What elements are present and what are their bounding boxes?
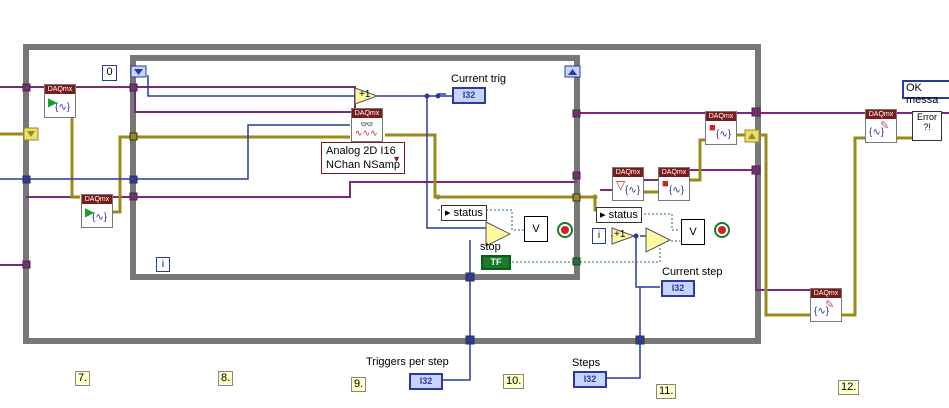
current-step-label: Current step <box>662 266 723 278</box>
integer-wires <box>0 75 660 381</box>
plus-one-label-2: +1 <box>614 229 626 240</box>
loop-iteration-terminal-2: i <box>592 228 606 244</box>
selector-line-2: NChan NSamp <box>326 159 400 171</box>
shift-register-right-arrow <box>748 133 756 139</box>
daqmx-clear-task-node[interactable]: DAQmx ✎{∿} <box>810 288 842 322</box>
daqmx-stop-task-node-2[interactable]: DAQmx ■{∿} <box>705 111 737 145</box>
increment-node[interactable] <box>354 87 379 105</box>
waveform-icon: {∿} <box>869 127 885 138</box>
outer-while-loop[interactable] <box>23 44 761 344</box>
waveform-icon: {∿} <box>669 185 685 196</box>
stop-sign-icon <box>561 226 569 234</box>
daqmx-header: DAQmx <box>659 168 689 177</box>
loop-iteration-terminal: i <box>156 257 170 272</box>
or-symbol: V <box>689 226 697 238</box>
loop-count-out-arrow <box>568 69 577 75</box>
or-symbol: V <box>532 223 540 235</box>
daqmx-wait-node[interactable]: DAQmx ▽{∿} <box>612 167 644 201</box>
current-step-indicator[interactable]: I32 <box>661 280 695 297</box>
junction-dot <box>435 194 441 200</box>
waveform-icon: {∿} <box>716 129 732 140</box>
daqmx-header: DAQmx <box>866 110 896 119</box>
inner-for-loop[interactable] <box>130 55 580 280</box>
read-type-selector[interactable]: Analog 2D I16 NChan NSamp ▼ <box>321 142 405 174</box>
waveform-icon: {∿} <box>55 102 71 113</box>
greater-equal-node[interactable] <box>485 221 512 247</box>
stop-sign-icon <box>718 226 726 234</box>
daqmx-clear-task-node-2[interactable]: DAQmx ✎{∿} <box>865 109 897 143</box>
status-text: status <box>453 207 483 219</box>
or-node-2[interactable]: V <box>681 219 705 245</box>
daqmx-start-task-node-2[interactable]: DAQmx ▶{∿} <box>81 194 113 228</box>
chevron-down-icon: ▼ <box>392 154 401 164</box>
daqmx-header: DAQmx <box>352 109 382 118</box>
step-number-9: 9. <box>351 377 367 392</box>
stop-square-icon: ■ <box>709 122 716 134</box>
stop-label: stop <box>480 241 501 253</box>
eraser-icon: ✎ <box>880 120 890 132</box>
current-trig-indicator[interactable]: I32 <box>452 87 486 104</box>
play-icon: ▶ <box>48 95 58 109</box>
step-number-8: 8. <box>218 371 234 386</box>
unbundle-status-2[interactable]: ▸ status <box>596 207 642 223</box>
daqmx-read-node[interactable]: DAQmx 👓∿∿∿ <box>351 108 383 142</box>
daqmx-header: DAQmx <box>811 289 841 298</box>
daqmx-header: DAQmx <box>706 112 736 121</box>
triggers-per-step-control[interactable]: I32 <box>409 373 443 390</box>
junction-dot <box>633 233 639 239</box>
unbundle-status[interactable]: ▸ status <box>441 205 487 221</box>
daqmx-stop-task-node[interactable]: DAQmx ■{∿} <box>658 167 690 201</box>
step-number-11: 11. <box>656 384 677 399</box>
wait-icon: ▽ <box>616 178 626 192</box>
triggers-per-step-label: Triggers per step <box>366 356 449 368</box>
steps-label: Steps <box>572 357 601 369</box>
daqmx-header: DAQmx <box>613 168 643 177</box>
loop-count-constant[interactable]: 0 <box>102 65 117 81</box>
ok-message-constant[interactable]: OK messa <box>902 80 949 106</box>
task-wires <box>0 86 949 291</box>
error-handler-node[interactable]: Error ?! <box>912 111 942 141</box>
step-number-12: 12. <box>838 380 860 395</box>
junction-dot <box>435 93 441 99</box>
current-trig-label: Current trig <box>451 73 507 85</box>
daqmx-header: DAQmx <box>82 195 112 204</box>
error-handler-text: Error ?! <box>917 112 937 132</box>
eraser-icon: ✎ <box>825 299 835 311</box>
daqmx-header: DAQmx <box>45 85 75 94</box>
stop-button-control[interactable]: TF <box>481 255 511 270</box>
selector-line-1: Analog 2D I16 <box>326 145 396 157</box>
step-number-7: 7. <box>75 371 91 386</box>
stop-square-icon: ■ <box>662 178 669 190</box>
loop-count-in-arrow <box>134 69 143 75</box>
tunnels <box>22 83 761 345</box>
waveform-icon: {∿} <box>625 185 641 196</box>
step-number-10: 10. <box>503 374 525 389</box>
waveform-icon: {∿} <box>92 212 108 223</box>
plus-one-label: +1 <box>359 89 371 100</box>
junction-dot <box>424 93 430 99</box>
signal-icon: ∿∿∿ <box>355 128 378 138</box>
steps-control[interactable]: I32 <box>573 371 607 388</box>
shift-register-left-arrow <box>27 131 35 137</box>
waveform-icon: {∿} <box>814 306 830 317</box>
glasses-icon: 👓 <box>360 119 374 131</box>
status-text: status <box>608 209 638 221</box>
increment-node-2[interactable] <box>611 227 636 245</box>
daqmx-start-task-node[interactable]: DAQmx ▶{∿} <box>44 84 76 118</box>
greater-equal-node-2[interactable] <box>645 227 672 253</box>
or-node[interactable]: V <box>524 216 548 242</box>
play-icon: ▶ <box>85 205 95 219</box>
junction-dot <box>592 194 598 200</box>
